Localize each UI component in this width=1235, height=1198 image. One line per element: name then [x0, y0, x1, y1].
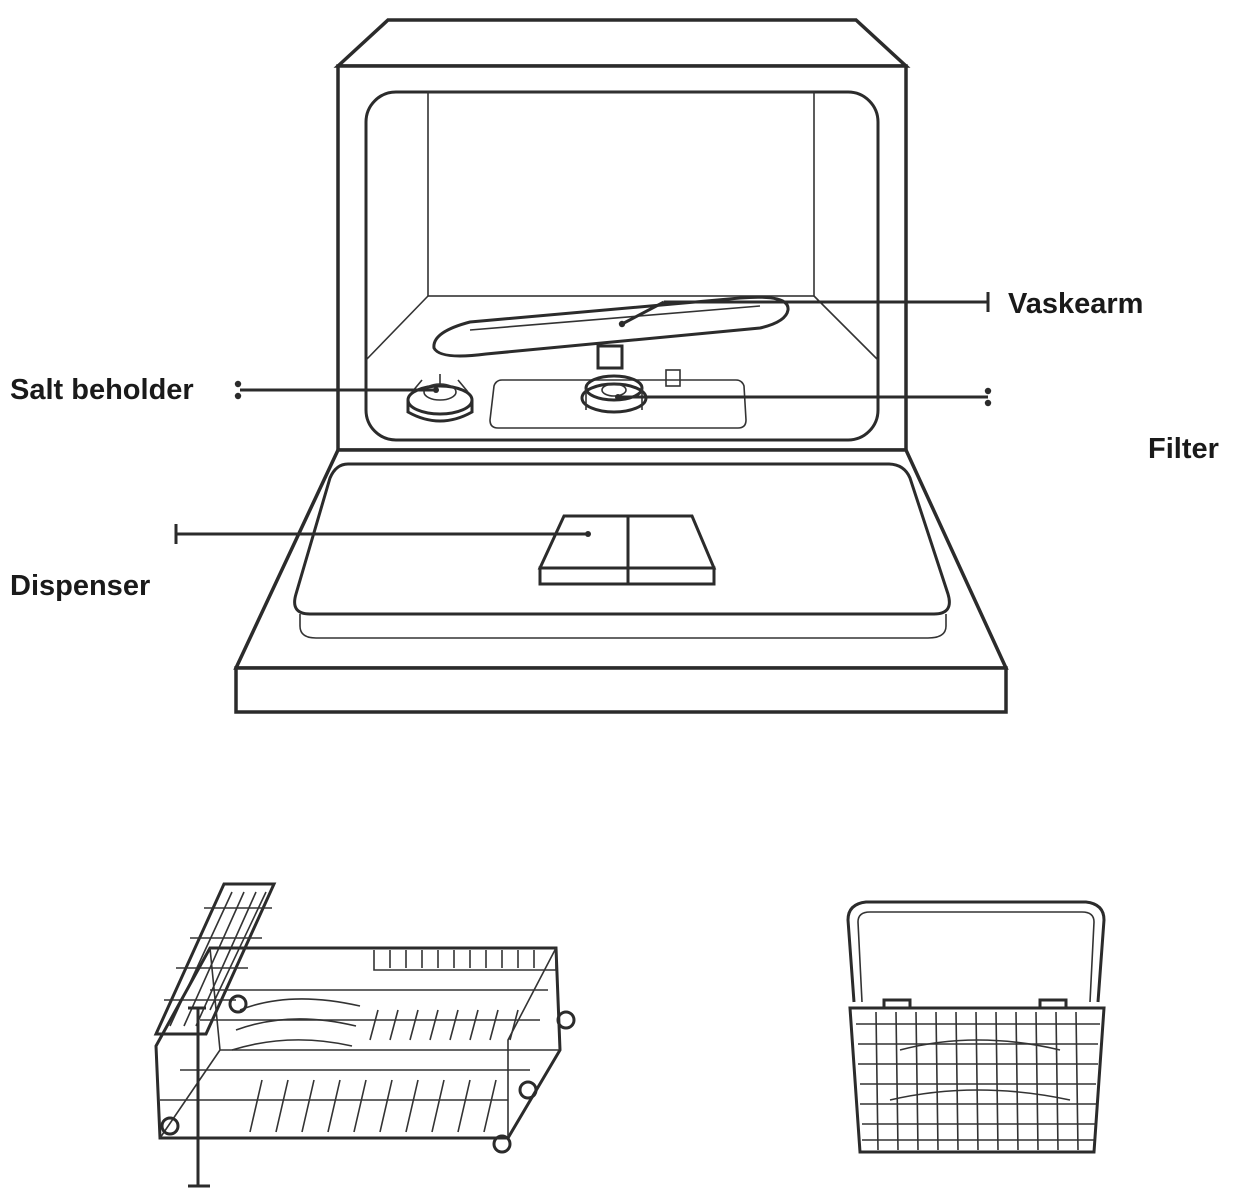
callout-lines [174, 292, 992, 544]
label-filter: Filter [1148, 433, 1219, 465]
tub-floor-sump [489, 379, 747, 429]
label-salt-container: Salt beholder [10, 374, 194, 406]
dishwasher [233, 18, 1009, 714]
tub-back-wall [427, 91, 815, 297]
label-wash-arm: Vaskearm [1008, 288, 1144, 320]
detergent-dispenser [537, 514, 717, 586]
door-inner [293, 462, 951, 616]
dishwasher-cabinet [336, 64, 908, 452]
wash-arm [432, 295, 790, 370]
dishwasher-top [333, 18, 911, 68]
dish-rack [153, 882, 576, 1188]
dishwasher-door [233, 448, 1009, 714]
cutlery-basket [846, 900, 1106, 1154]
door-panel [233, 448, 1009, 670]
label-dispenser: Dispenser [10, 570, 151, 602]
door-base [234, 666, 1008, 714]
